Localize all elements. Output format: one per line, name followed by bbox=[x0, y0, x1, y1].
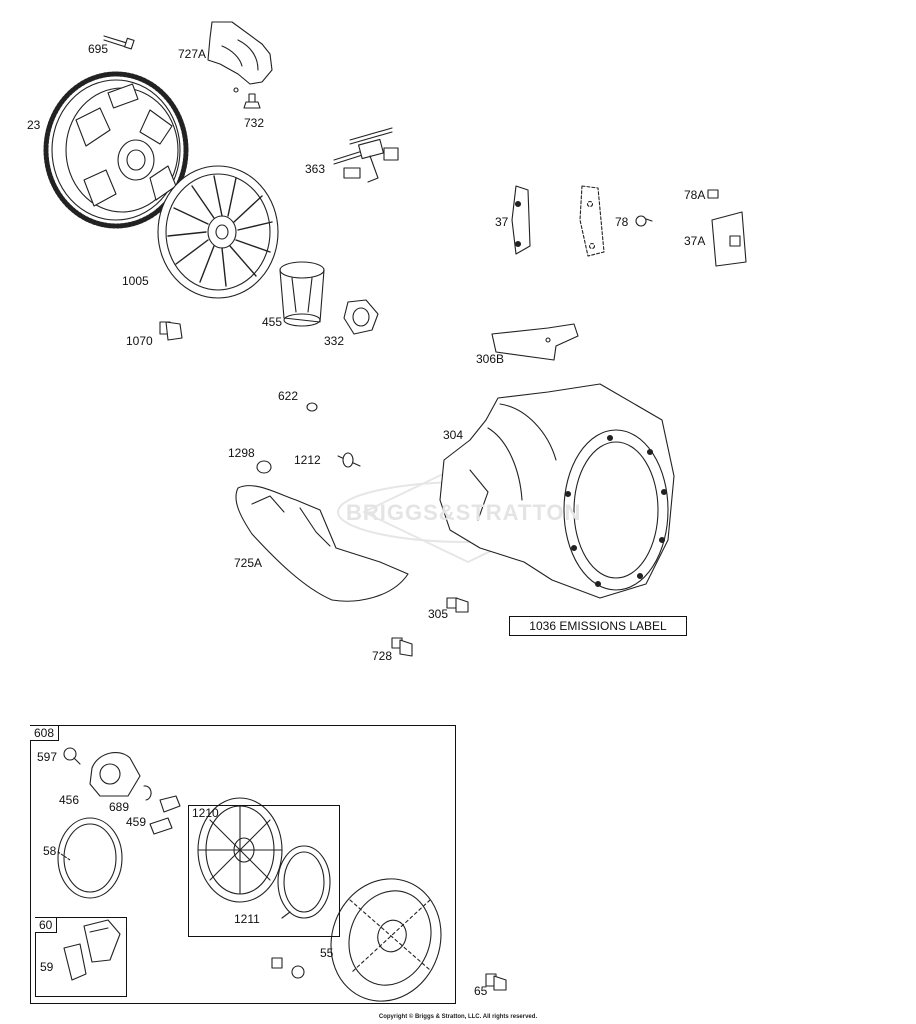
part-label-622: 622 bbox=[278, 389, 299, 403]
screw-78a bbox=[707, 189, 719, 199]
bracket-727a bbox=[207, 21, 273, 93]
housing-55 bbox=[330, 878, 442, 1002]
part-label-459: 459 bbox=[126, 815, 147, 829]
copyright-footer: Copyright © Briggs & Stratton, LLC. All … bbox=[378, 1014, 538, 1020]
pin-1212 bbox=[337, 452, 361, 468]
pulley-1210 bbox=[197, 797, 283, 903]
part-label-305: 305 bbox=[428, 607, 449, 621]
group-label-608: 608 bbox=[30, 726, 60, 741]
rope-1211 bbox=[277, 845, 331, 919]
part-label-695: 695 bbox=[88, 42, 109, 56]
part-label-23: 23 bbox=[27, 118, 41, 132]
part-label-78: 78 bbox=[615, 215, 629, 229]
pawls-459 bbox=[149, 795, 181, 835]
shield-725a bbox=[235, 485, 409, 602]
group-label-60: 60 bbox=[35, 918, 58, 933]
part-label-732: 732 bbox=[244, 116, 265, 130]
group-box-608 bbox=[30, 725, 456, 1004]
part-label-59: 59 bbox=[40, 960, 54, 974]
handle-60 bbox=[83, 919, 121, 963]
part-label-37: 37 bbox=[495, 215, 509, 229]
part-label-1211: 1211 bbox=[234, 912, 260, 926]
group-box-60 bbox=[35, 917, 127, 997]
part-label-1212: 1212 bbox=[294, 453, 321, 467]
screw-65 bbox=[485, 973, 507, 991]
ring-689 bbox=[143, 785, 152, 801]
part-label-597: 597 bbox=[37, 750, 58, 764]
part-label-1298: 1298 bbox=[228, 446, 255, 460]
group-box-1210 bbox=[188, 805, 340, 937]
plate-456 bbox=[89, 752, 141, 797]
screw-1070 bbox=[159, 321, 183, 341]
part-label-455: 455 bbox=[262, 315, 283, 329]
part-label-727a: 727A bbox=[178, 47, 207, 61]
flywheel-23 bbox=[43, 71, 189, 229]
part-label-55: 55 bbox=[320, 946, 334, 960]
emissions-label-box: 1036 EMISSIONS LABEL bbox=[509, 616, 687, 636]
group-label-1210: 1210 bbox=[192, 806, 219, 820]
part-label-78a: 78A bbox=[684, 188, 706, 202]
insert-59 bbox=[63, 943, 87, 981]
nut-332 bbox=[343, 299, 379, 335]
part-label-37a: 37A bbox=[684, 234, 706, 248]
nut-1298 bbox=[256, 460, 272, 474]
plate-37 bbox=[511, 185, 531, 255]
part-label-1005: 1005 bbox=[122, 274, 149, 288]
screw-597 bbox=[63, 747, 81, 765]
gasket-37 bbox=[579, 185, 605, 257]
part-label-65: 65 bbox=[474, 984, 488, 998]
screw-728 bbox=[391, 637, 413, 657]
part-label-304: 304 bbox=[443, 428, 464, 442]
plate-306b bbox=[491, 323, 579, 361]
part-label-725a: 725A bbox=[234, 556, 263, 570]
screw-78 bbox=[635, 215, 653, 227]
part-label-728: 728 bbox=[372, 649, 393, 663]
shield-37a bbox=[711, 211, 747, 267]
watermark-text: BRIGGS&STRATTON bbox=[346, 500, 582, 525]
part-label-456: 456 bbox=[59, 793, 80, 807]
screw-695 bbox=[103, 35, 135, 50]
part-label-332: 332 bbox=[324, 334, 345, 348]
part-label-306b: 306B bbox=[476, 352, 505, 366]
washer-622 bbox=[306, 402, 318, 412]
part-label-689: 689 bbox=[109, 800, 130, 814]
cup-455 bbox=[279, 261, 325, 327]
blower-housing-304 bbox=[439, 383, 675, 599]
screw-305 bbox=[446, 597, 469, 613]
fan-1005 bbox=[157, 165, 279, 299]
part-label-58: 58 bbox=[43, 844, 57, 858]
part-label-1070: 1070 bbox=[126, 334, 153, 348]
screw-732 bbox=[243, 93, 261, 109]
part-label-363: 363 bbox=[305, 162, 326, 176]
bracket-363 bbox=[333, 127, 399, 183]
screws-55 bbox=[271, 957, 305, 979]
spring-58 bbox=[57, 817, 123, 899]
